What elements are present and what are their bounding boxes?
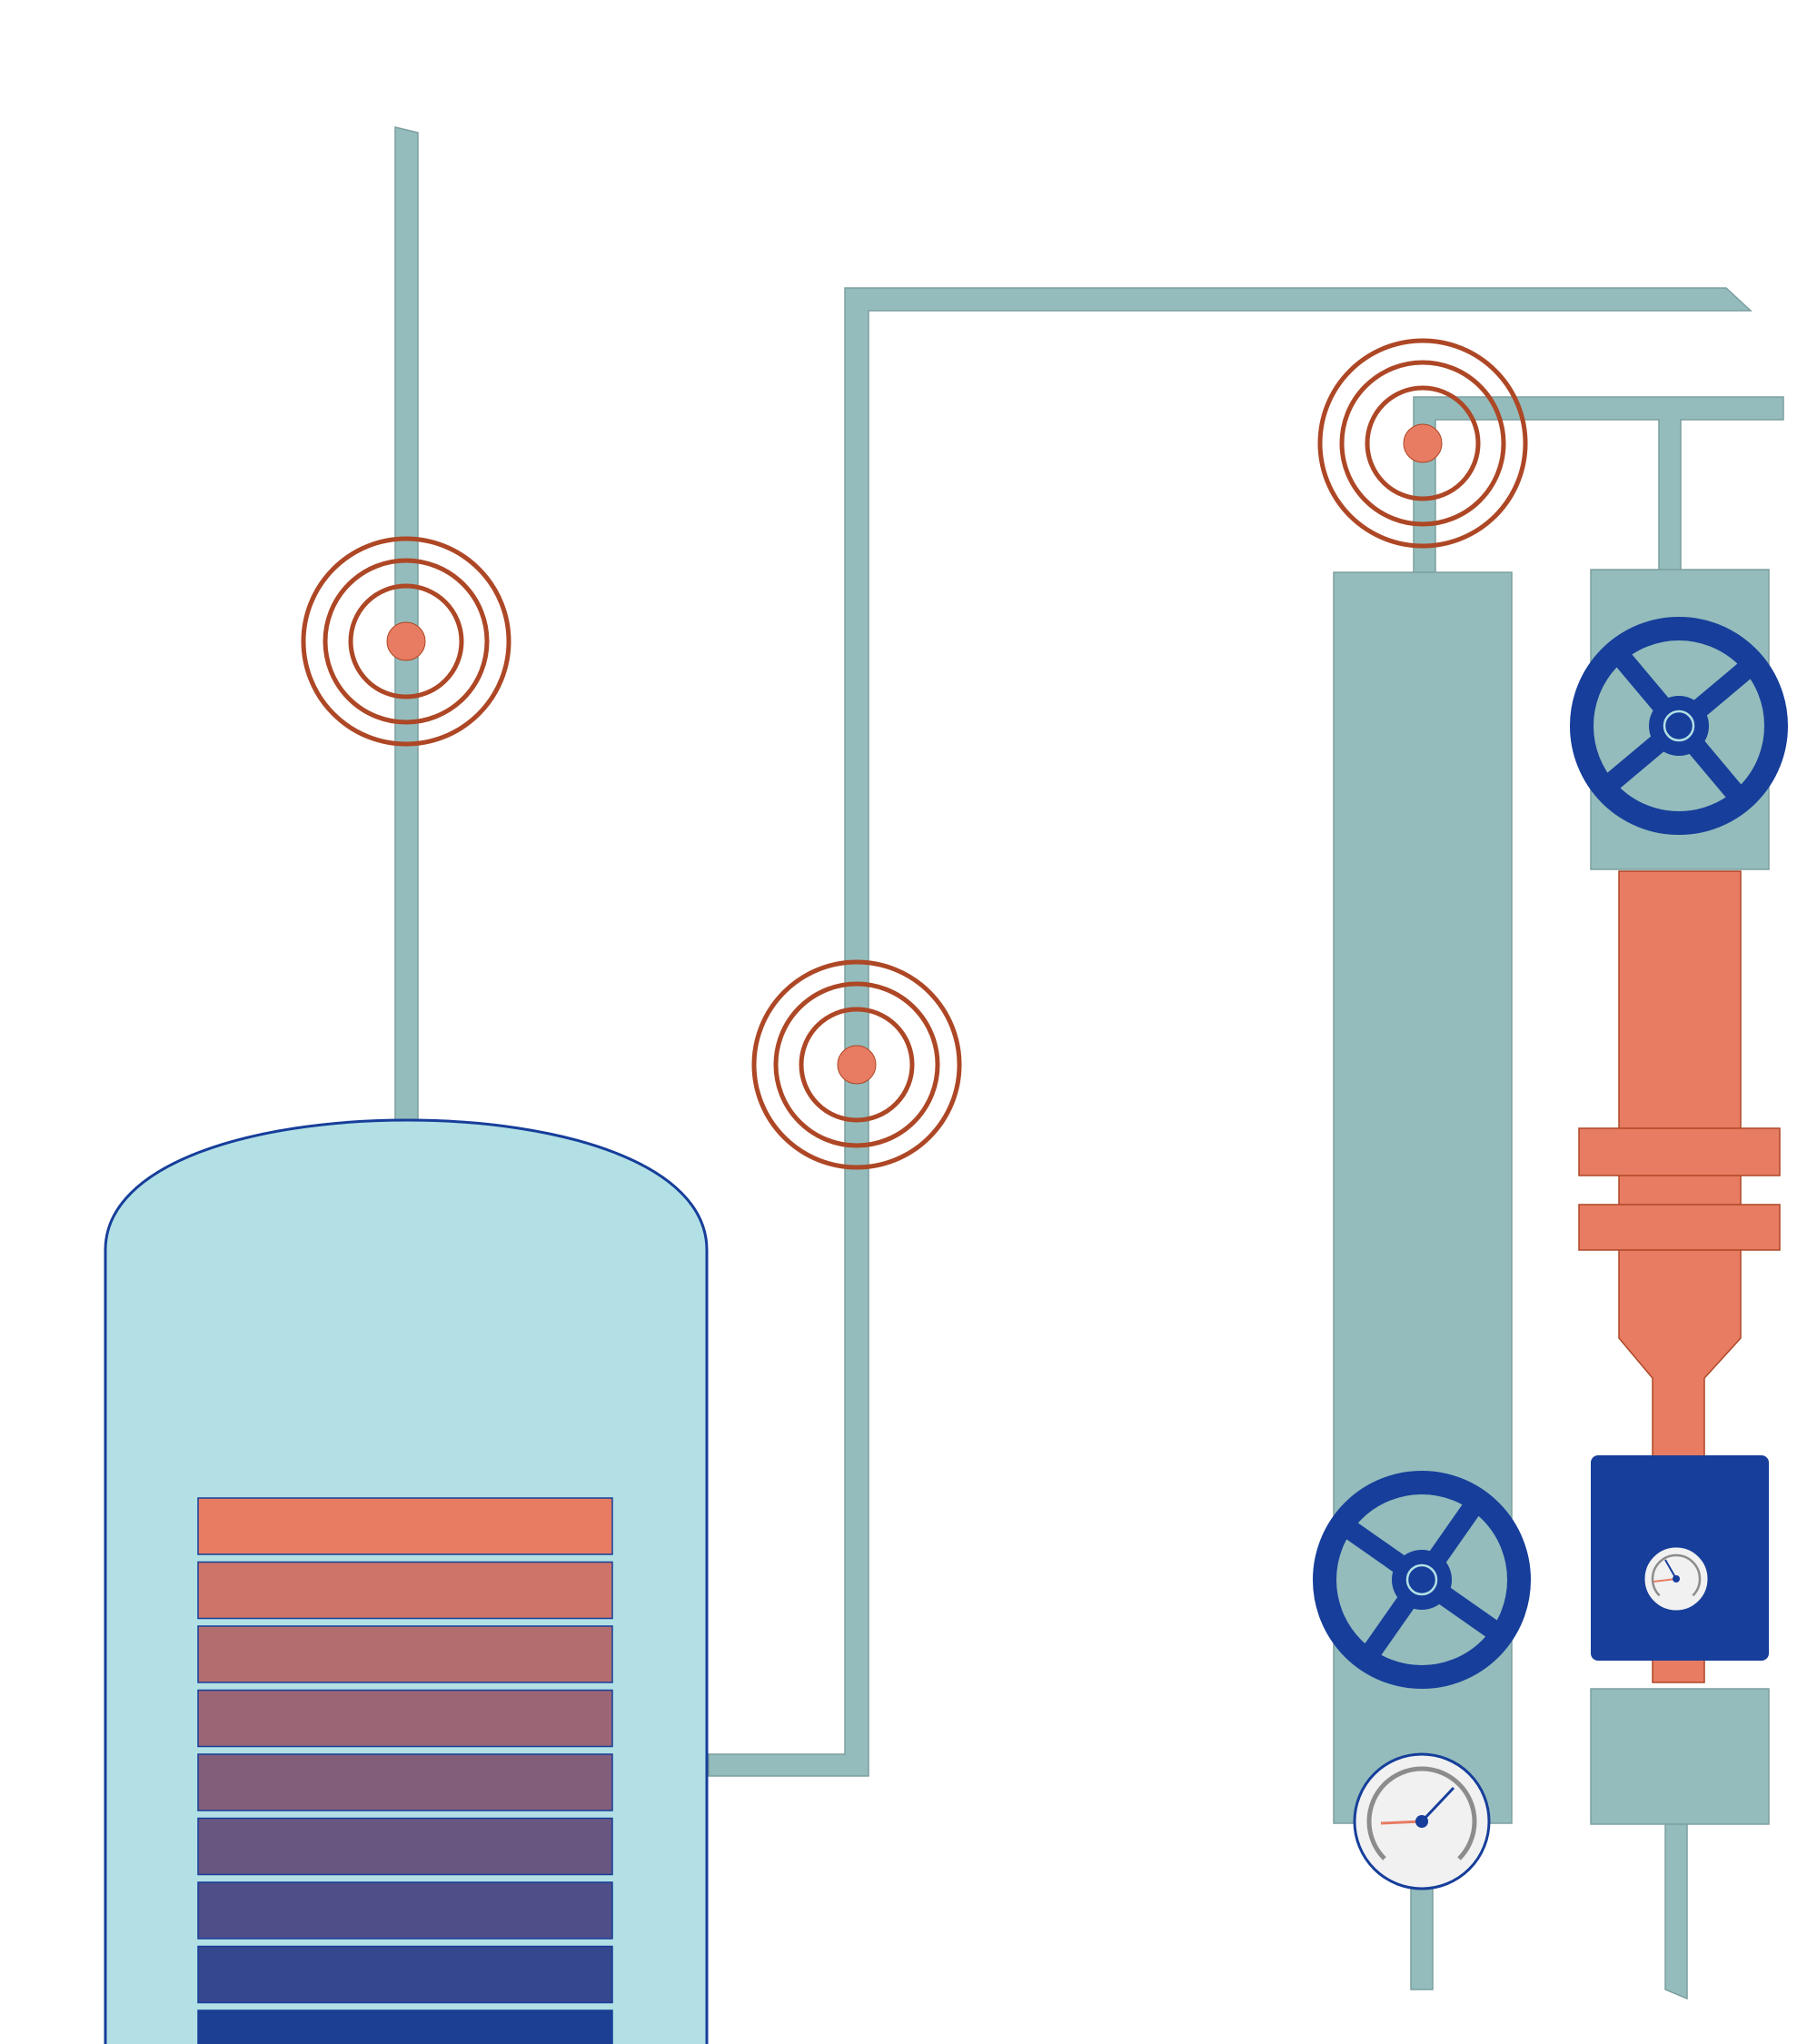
signal-ring (1339, 360, 1506, 527)
signal-ring (301, 536, 511, 747)
sensor-dot (1403, 423, 1443, 463)
storage-vessel (104, 1118, 709, 2044)
pressure-gauge-icon (1353, 1752, 1491, 1890)
gauge-needle-secondary (1380, 1820, 1423, 1825)
signal-ring (1365, 385, 1481, 501)
gauge-pivot (1673, 1575, 1680, 1583)
coil-band (197, 1881, 613, 1940)
handwheel-valve-icon[interactable] (1313, 1471, 1531, 1689)
sensor-dot (386, 621, 426, 661)
gauge-needle (1420, 1786, 1455, 1823)
handwheel-valve-icon[interactable] (1570, 617, 1788, 835)
coil-band (197, 2009, 613, 2044)
coil-band (197, 1689, 613, 1748)
flange-lower (1578, 1204, 1781, 1251)
pump-body (1618, 870, 1742, 1683)
coil-band (197, 1753, 613, 1811)
handwheel-rim (1313, 1471, 1531, 1689)
sensor-dot (837, 1045, 877, 1085)
right-equipment-stack (1578, 569, 1781, 1825)
signal-ring (799, 1007, 915, 1123)
valves (1313, 617, 1788, 1689)
gauge-scale (1651, 1553, 1702, 1597)
signal-rings-icon (301, 536, 511, 747)
signal-rings-icon (1317, 338, 1528, 549)
gauge-needle-secondary (1653, 1578, 1677, 1583)
pressure-gauge-icon (1642, 1544, 1711, 1613)
signal-ring (1317, 338, 1528, 549)
base-block-right (1590, 1688, 1770, 1825)
drain-pipe-right (1664, 1816, 1688, 2000)
signal-rings-icon (751, 959, 962, 1170)
outlet-pipe-upper (708, 287, 1752, 1777)
sensors (301, 338, 1528, 1170)
signal-ring (323, 558, 490, 725)
signal-ring (348, 583, 464, 700)
gauge-pivot (1415, 1815, 1428, 1828)
drain-pipe-column (1410, 1881, 1434, 1990)
handwheel-stem (1405, 1563, 1438, 1596)
flange-upper (1578, 1127, 1781, 1176)
coil-band (197, 1497, 613, 1555)
handwheel-stem (1663, 709, 1695, 742)
gauge-needle (1664, 1559, 1677, 1580)
handwheel-hub (1392, 1550, 1452, 1610)
heat-exchange-coil (197, 1497, 613, 2044)
handwheel-rim (1570, 617, 1788, 835)
handwheel-hub (1649, 696, 1709, 756)
coil-band (197, 1625, 613, 1683)
coil-band (197, 1561, 613, 1620)
gauge-scale (1366, 1766, 1477, 1860)
signal-ring (773, 981, 940, 1148)
gauges (1353, 1544, 1711, 1890)
header-pipe-right (1413, 396, 1784, 573)
coil-band (197, 1817, 613, 1876)
coil-band (197, 1945, 613, 2004)
signal-ring (751, 959, 962, 1170)
